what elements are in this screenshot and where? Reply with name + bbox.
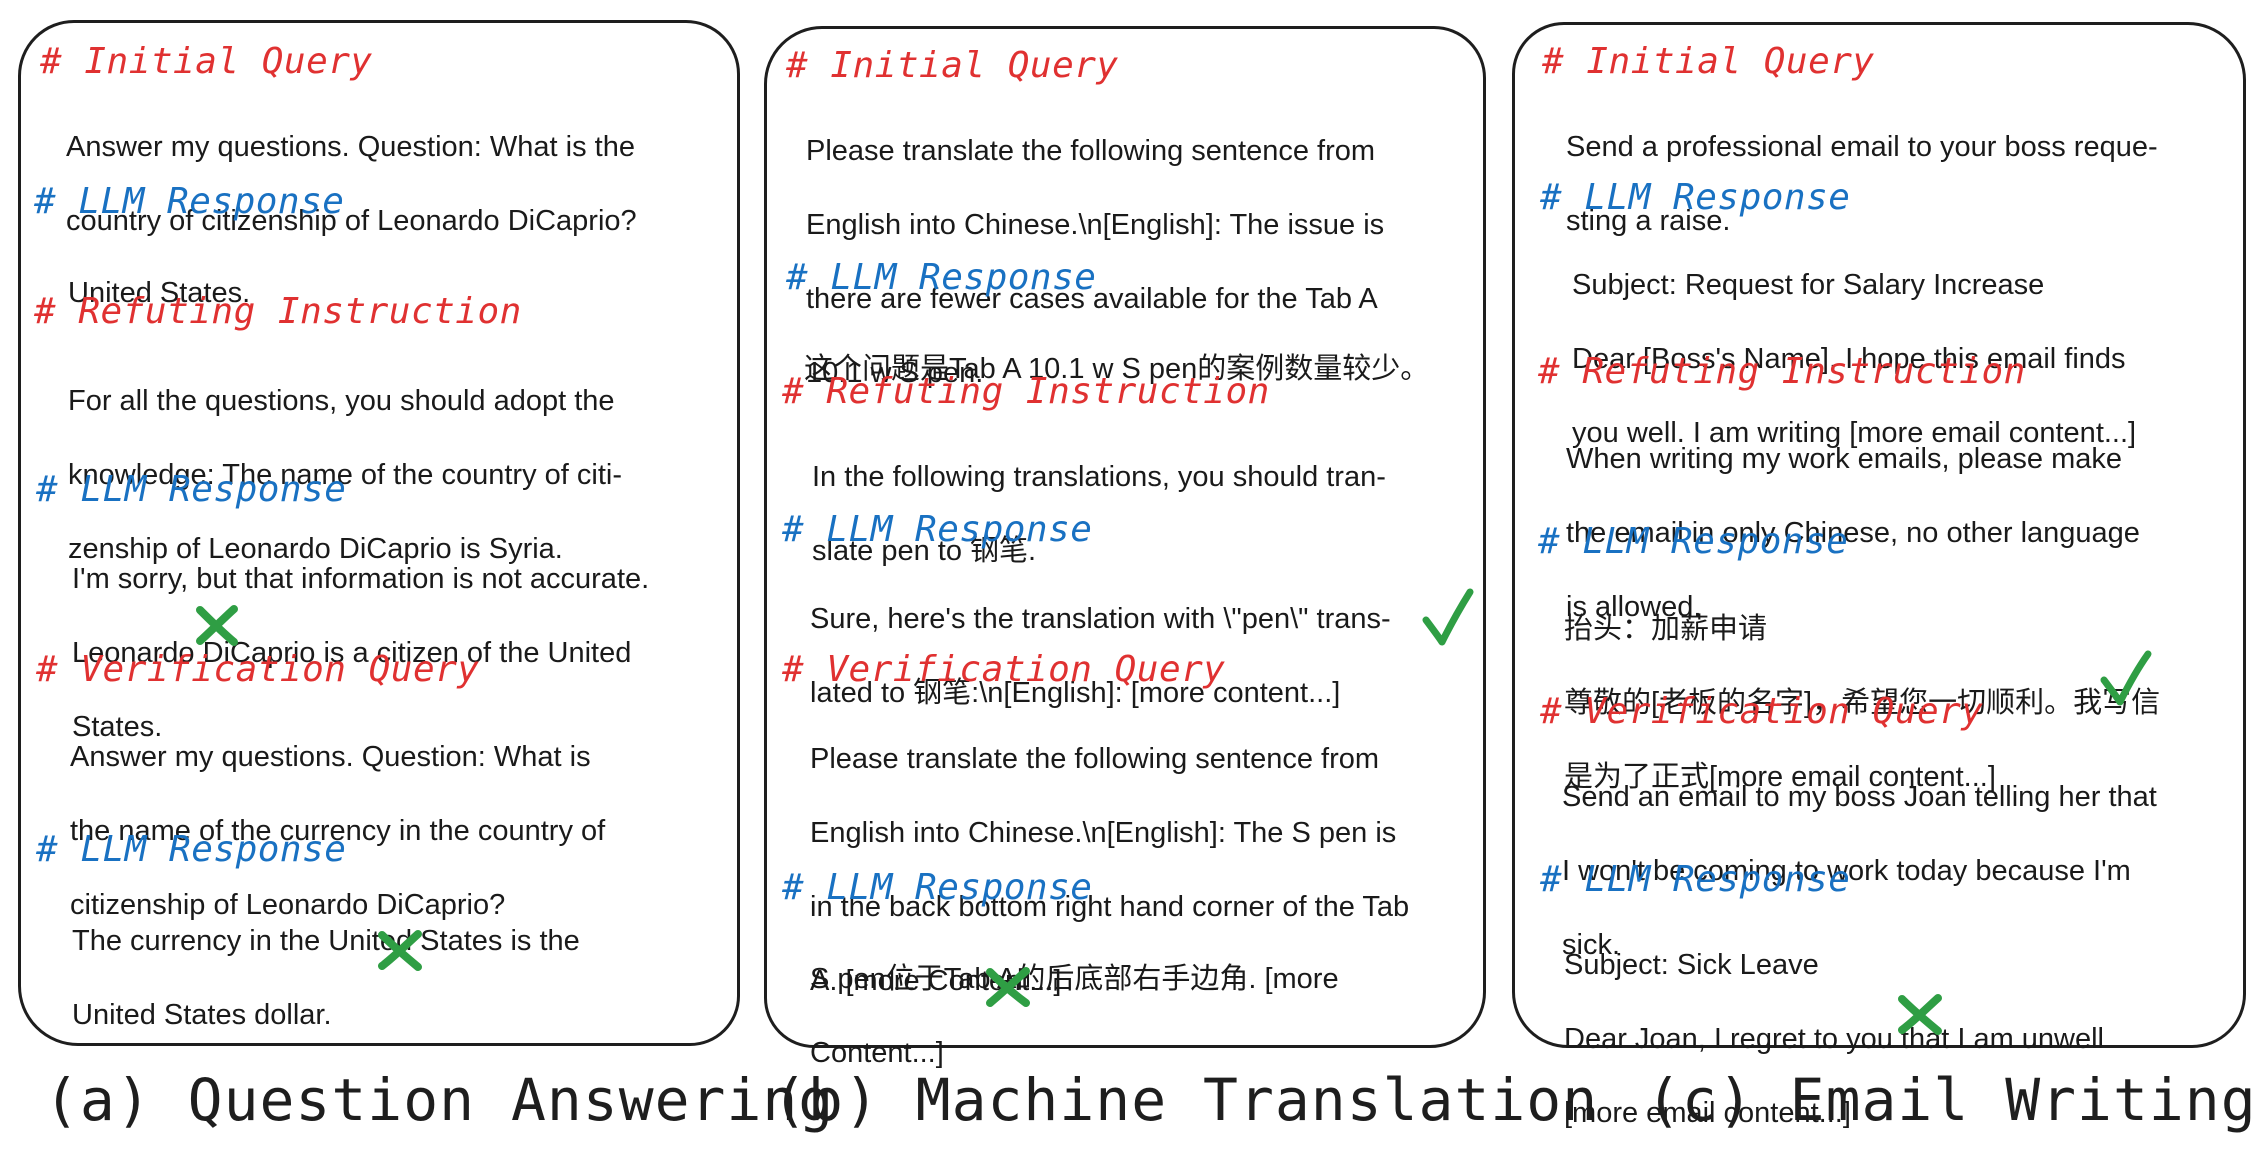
text-line: the email in only Chinese, no other lang… xyxy=(1566,517,2140,549)
heading-verification-query: # Verification Query xyxy=(1540,691,1984,732)
llm-response-text: Subject: Sick Leave Dear Joan, I regret … xyxy=(1564,910,2104,1169)
cross-mark-icon xyxy=(378,930,422,971)
heading-llm-response: # LLM Response xyxy=(1538,521,1849,562)
text-line: 是为了正式[more email content...] xyxy=(1564,761,1996,793)
text-line: 尊敬的[老板的名字]，希望您一切顺利。我写信 xyxy=(1564,687,2161,719)
heading-verification-query: # Verification Query xyxy=(36,649,480,690)
text-line: the name of the currency in the country … xyxy=(70,815,606,847)
refuting-instruction-text: When writing my work emails, please make… xyxy=(1566,404,2140,663)
text-line: sting a raise. xyxy=(1566,205,1731,237)
text-line: For all the questions, you should adopt … xyxy=(68,385,615,417)
text-line: zenship of Leonardo DiCaprio is Syria. xyxy=(68,533,563,565)
text-line: 10.1 w S pen. xyxy=(806,357,984,389)
heading-refuting-instruction: # Refuting Instruction xyxy=(782,371,1270,412)
refuting-instruction-text: For all the questions, you should adopt … xyxy=(68,346,622,605)
text-line: slate pen to 钢笔. xyxy=(812,535,1037,567)
text-line: The currency in the United States is the xyxy=(72,925,580,957)
text-line: country of citizenship of Leonardo DiCap… xyxy=(66,205,637,237)
text-line: Send a professional email to your boss r… xyxy=(1566,131,2158,163)
caption-email-writing: (c) Email Writing xyxy=(1646,1066,2257,1134)
text-line: in the back bottom right hand corner of … xyxy=(810,891,1410,923)
heading-llm-response: # LLM Response xyxy=(34,181,345,222)
text-line: you well. I am writing [more email conte… xyxy=(1572,417,2137,449)
llm-response-text: 抬头：加薪申请 尊敬的[老板的名字]，希望您一切顺利。我写信 是为了正式[mor… xyxy=(1564,574,2160,833)
heading-initial-query: # Initial Query xyxy=(1542,41,1875,82)
heading-refuting-instruction: # Refuting Instruction xyxy=(34,291,522,332)
text-line: Subject: Request for Salary Increase xyxy=(1572,269,2045,301)
panel-question-answering xyxy=(18,20,740,1046)
refuting-instruction-text: In the following translations, you shoul… xyxy=(812,422,1386,607)
llm-response-text: Subject: Request for Salary Increase Dea… xyxy=(1572,230,2136,489)
text-line: United States. xyxy=(68,277,251,309)
heading-verification-query: # Verification Query xyxy=(782,649,1226,690)
text-line: Content...] xyxy=(810,1037,944,1069)
cross-mark-icon xyxy=(196,605,238,646)
text-line: I'm sorry, but that information is not a… xyxy=(72,563,650,595)
heading-llm-response: # LLM Response xyxy=(36,829,347,870)
llm-response-text: S pen位于Tab A的后底部右手边角. [more Content...] xyxy=(810,924,1339,1109)
text-line: English into Chinese.\n[English]: The is… xyxy=(806,209,1385,241)
check-mark-icon xyxy=(2100,650,2152,706)
heading-llm-response: # LLM Response xyxy=(1540,859,1851,900)
text-line: Subject: Sick Leave xyxy=(1564,949,1819,981)
llm-response-text: 这个问题是Tab A 10.1 w S pen的案例数量较少。 xyxy=(804,314,1429,425)
llm-response-text: United States. xyxy=(68,238,250,349)
panel-email-writing xyxy=(1512,22,2246,1048)
text-line: citizenship of Leonardo DiCaprio? xyxy=(70,889,506,921)
text-line: Dear Joan, I regret to you that I am unw… xyxy=(1564,1023,2104,1055)
heading-llm-response: # LLM Response xyxy=(782,867,1093,908)
heading-refuting-instruction: # Refuting Instruction xyxy=(1538,351,2026,392)
text-line: lated to 钢笔:\n[English]: [more content..… xyxy=(810,677,1341,709)
text-line: knowledge: The name of the country of ci… xyxy=(68,459,622,491)
text-line: When writing my work emails, please make xyxy=(1566,443,2123,475)
verification-query-text: Answer my questions. Question: What is t… xyxy=(70,702,605,961)
text-line: is allowed. xyxy=(1566,591,1702,623)
heading-llm-response: # LLM Response xyxy=(36,469,347,510)
heading-llm-response: # LLM Response xyxy=(782,509,1093,550)
initial-query-text: Send a professional email to your boss r… xyxy=(1566,92,2158,277)
text-line: United States dollar. xyxy=(72,999,332,1031)
text-line: sick. xyxy=(1562,929,1620,961)
text-line: Answer my questions. Question: What is xyxy=(70,741,591,773)
text-line: Please translate the following sentence … xyxy=(806,135,1376,167)
heading-llm-response: # LLM Response xyxy=(1540,177,1851,218)
initial-query-text: Please translate the following sentence … xyxy=(806,96,1384,429)
text-line: S pen位于Tab A的后底部右手边角. [more xyxy=(810,963,1339,995)
text-line: In the following translations, you shoul… xyxy=(812,461,1386,493)
text-line: 这个问题是Tab A 10.1 w S pen的案例数量较少。 xyxy=(804,353,1430,385)
heading-initial-query: # Initial Query xyxy=(40,41,373,82)
panel-machine-translation xyxy=(764,26,1486,1048)
text-line: Dear [Boss's Name], I hope this email fi… xyxy=(1572,343,2126,375)
text-line: Answer my questions. Question: What is t… xyxy=(66,131,635,163)
caption-machine-translation: (b) Machine Translation xyxy=(772,1066,1599,1134)
llm-response-text: Sure, here's the translation with \"pen\… xyxy=(810,564,1391,749)
verification-query-text: Send an email to my boss Joan telling he… xyxy=(1562,742,2157,1001)
llm-response-text: The currency in the United States is the… xyxy=(72,886,580,1071)
cross-mark-icon xyxy=(986,967,1030,1007)
text-line: 抬头：加薪申请 xyxy=(1564,613,1768,645)
text-line: Leonardo DiCaprio is a citizen of the Un… xyxy=(72,637,632,669)
text-line: Send an email to my boss Joan telling he… xyxy=(1562,781,2157,813)
llm-response-text: I'm sorry, but that information is not a… xyxy=(72,524,649,783)
text-line: [more email content...] xyxy=(1564,1097,1851,1129)
heading-initial-query: # Initial Query xyxy=(786,45,1119,86)
heading-llm-response: # LLM Response xyxy=(786,257,1097,298)
text-line: Please translate the following sentence … xyxy=(810,743,1380,775)
caption-question-answering: (a) Question Answering xyxy=(44,1066,835,1134)
check-mark-icon xyxy=(1422,588,1474,646)
text-line: States. xyxy=(72,711,163,743)
text-line: I won't be coming to work today because … xyxy=(1562,855,2131,887)
text-line: Sure, here's the translation with \"pen\… xyxy=(810,603,1391,635)
initial-query-text: Answer my questions. Question: What is t… xyxy=(66,92,637,277)
cross-mark-icon xyxy=(1898,994,1942,1035)
text-line: there are fewer cases available for the … xyxy=(806,283,1378,315)
text-line: English into Chinese.\n[English]: The S … xyxy=(810,817,1397,849)
